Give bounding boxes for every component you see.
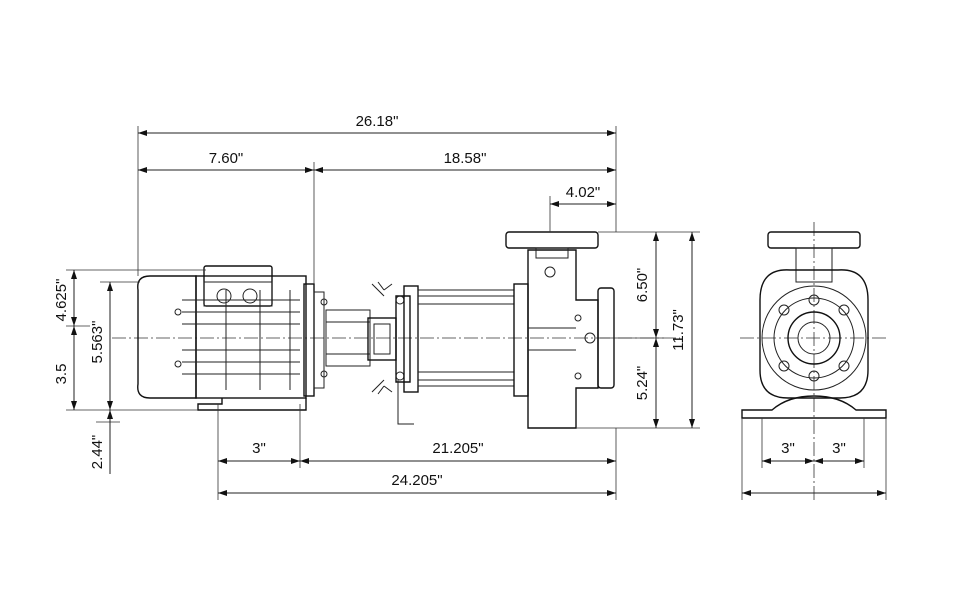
pump-stages: [403, 283, 529, 397]
dim-foot-offset: 3": [252, 440, 266, 457]
dim-end-foot-right: 3": [832, 440, 846, 457]
dim-motor-top: 4.625": [53, 279, 70, 322]
end-view: [740, 222, 887, 500]
dim-end-foot-left: 3": [781, 440, 795, 457]
dim-total-height: 11.73": [670, 309, 687, 351]
dim-overall-length: 26.18": [356, 113, 399, 130]
side-view: [112, 231, 680, 429]
dimension-lines: [66, 126, 887, 500]
dim-motor-bottom: 3.5: [53, 364, 70, 385]
dim-base-length: 24.205": [391, 472, 442, 489]
dim-motor-height: 5.563": [89, 321, 106, 364]
dim-pump-length: 18.58": [444, 150, 487, 167]
dim-lower-height: 5.24": [634, 366, 651, 401]
dim-suction-flange: 4.02": [566, 184, 601, 201]
dim-base-height: 2.44": [89, 435, 106, 470]
dim-foot-span: 21.205": [432, 440, 483, 457]
dimension-labels: 26.18" 7.60" 18.58" 4.02" 6.50" 5.24" 11…: [53, 113, 846, 489]
dim-motor-length: 7.60": [209, 150, 244, 167]
pump-head: [505, 231, 615, 429]
dim-upper-height: 6.50": [634, 268, 651, 303]
coupling: [325, 281, 414, 425]
motor: [137, 265, 328, 411]
